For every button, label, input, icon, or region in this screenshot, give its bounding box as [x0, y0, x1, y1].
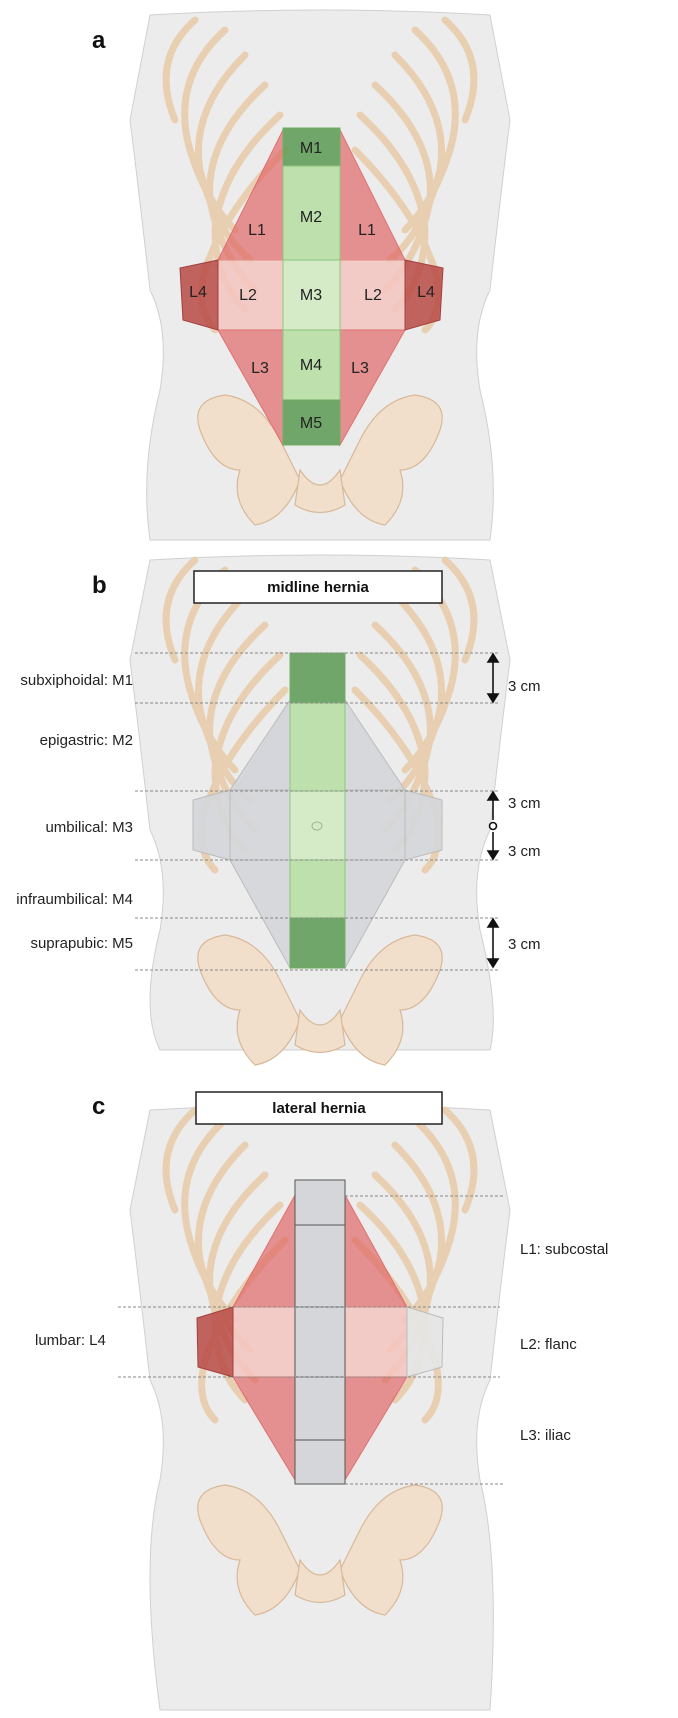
zone-m4	[290, 860, 345, 918]
label-subxiphoidal: subxiphoidal: M1	[20, 672, 133, 689]
zone-grey-m5	[295, 1440, 345, 1484]
label-l2-flanc: L2: flanc	[520, 1336, 577, 1353]
zone-grey-m2	[295, 1225, 345, 1307]
label-suprapubic: suprapubic: M5	[30, 935, 133, 952]
label-l1-left: L1	[248, 222, 266, 239]
label-l3-iliac: L3: iliac	[520, 1427, 571, 1444]
label-l1-subcostal: L1: subcostal	[520, 1241, 608, 1258]
label-m1: M1	[300, 140, 322, 157]
label-l4-right: L4	[417, 284, 435, 301]
zone-l2-left	[233, 1307, 295, 1377]
label-l1-right: L1	[358, 222, 376, 239]
panel-a: a M1 M2 M3 M4 M5 L1 L1 L2 L2 L3 L3 L4 L4	[92, 10, 510, 540]
zone-grey-l4-right	[405, 790, 442, 860]
zone-grey-l4-left	[193, 790, 230, 860]
panel-c: lateral hernia c lumbar: L4 L1: subcosta…	[35, 1092, 608, 1710]
label-m2: M2	[300, 209, 322, 226]
label-m3: M3	[300, 287, 322, 304]
label-lumbar: lumbar: L4	[35, 1332, 106, 1349]
zone-grey-l2-right	[345, 790, 405, 860]
measure-label-m1: 3 cm	[508, 678, 541, 695]
panel-letter-a: a	[92, 27, 106, 54]
header-lateral-hernia: lateral hernia	[272, 1100, 366, 1117]
zone-m2	[290, 703, 345, 791]
zone-l4-right-grey	[407, 1307, 443, 1377]
zone-m3	[290, 791, 345, 860]
label-infraumbilical: infraumbilical: M4	[16, 891, 133, 908]
zone-grey-m4	[295, 1377, 345, 1440]
panel-letter-c: c	[92, 1093, 105, 1120]
measure-label-m3-lower: 3 cm	[508, 843, 541, 860]
label-epigastric: epigastric: M2	[40, 732, 133, 749]
label-m5: M5	[300, 415, 322, 432]
zone-m1	[290, 653, 345, 703]
zone-l2-right	[345, 1307, 407, 1377]
label-m4: M4	[300, 357, 322, 374]
label-l3-right: L3	[351, 360, 369, 377]
zone-grey-l2-left	[230, 790, 290, 860]
label-l2-left: L2	[239, 287, 257, 304]
header-midline-hernia: midline hernia	[267, 579, 369, 596]
label-umbilical: umbilical: M3	[45, 819, 133, 836]
label-l2-right: L2	[364, 287, 382, 304]
panel-b: midline hernia b subxiphoidal: M1 epigas…	[16, 555, 540, 1065]
measure-label-m5: 3 cm	[508, 936, 541, 953]
label-l3-left: L3	[251, 360, 269, 377]
zone-grey-m1	[295, 1180, 345, 1225]
zone-grey-m3	[295, 1307, 345, 1377]
zone-l4-left	[197, 1307, 233, 1377]
label-l4-left: L4	[189, 284, 207, 301]
zone-m5	[290, 918, 345, 968]
panel-letter-b: b	[92, 572, 107, 599]
measure-label-m3-upper: 3 cm	[508, 795, 541, 812]
